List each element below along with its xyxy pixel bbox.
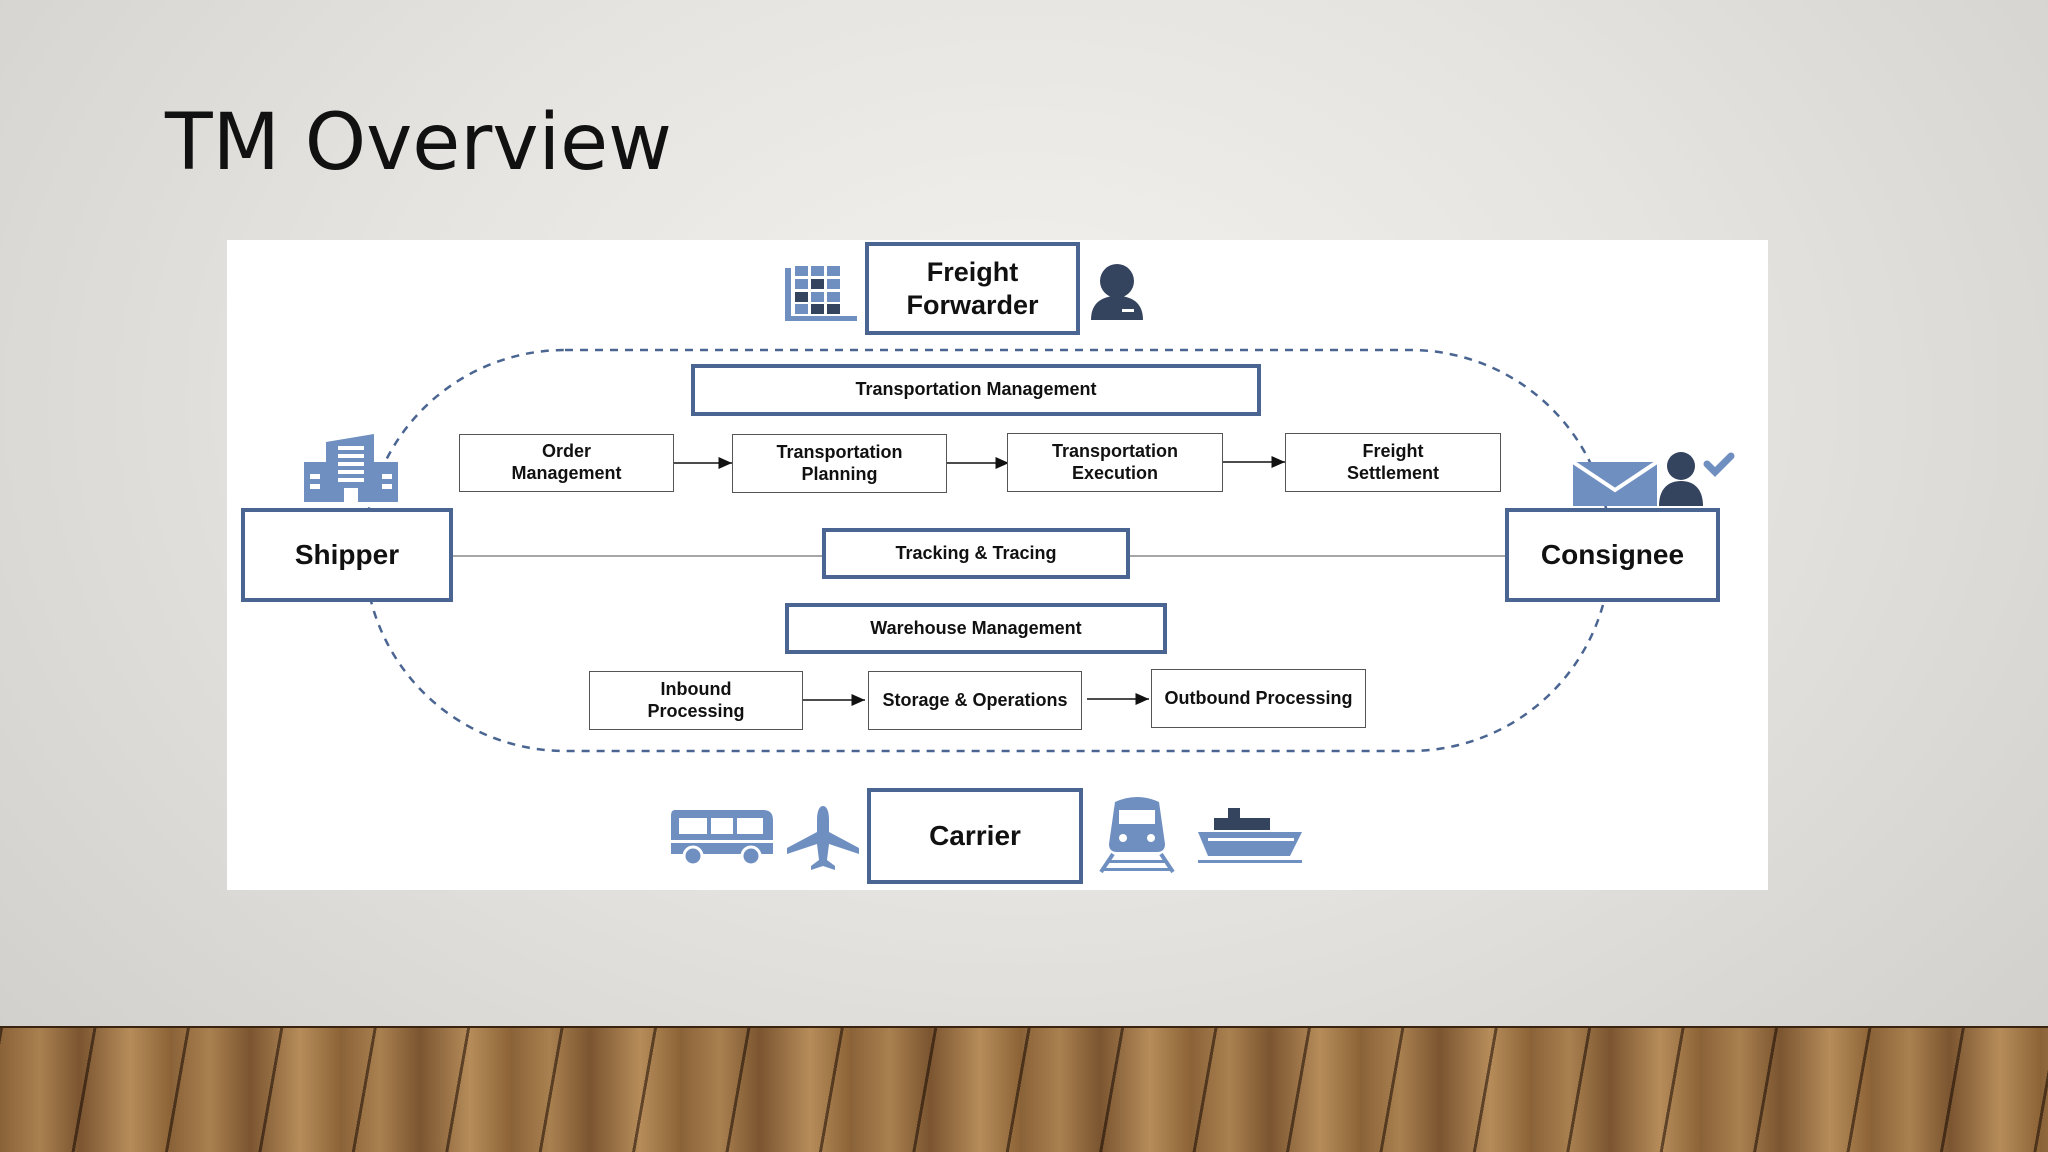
- warehouse-grid-icon: [785, 266, 857, 321]
- wooden-floor: [0, 1028, 2048, 1152]
- shipper-box: Shipper: [241, 508, 453, 602]
- tracking-tracing-box: Tracking & Tracing: [822, 528, 1130, 579]
- diagram-connectors: [304, 264, 1735, 874]
- order-management-box: Order Management: [459, 434, 674, 492]
- freight-settlement-box: Freight Settlement: [1285, 433, 1501, 492]
- inbound-processing-box: Inbound Processing: [589, 671, 803, 730]
- transportation-planning-box: Transportation Planning: [732, 434, 947, 493]
- consignee-box: Consignee: [1505, 508, 1720, 602]
- person-check-icon: [1659, 452, 1735, 506]
- tm-overview-diagram: Freight Forwarder Shipper Consignee Carr…: [227, 240, 1768, 890]
- envelope-icon: [1571, 460, 1659, 506]
- transportation-management-box: Transportation Management: [691, 364, 1261, 416]
- slide-title: TM Overview: [165, 98, 672, 188]
- office-building-icon: [304, 434, 398, 502]
- ship-icon: [1198, 808, 1302, 863]
- carrier-box: Carrier: [867, 788, 1083, 884]
- airplane-icon: [787, 806, 859, 870]
- freight-forwarder-box: Freight Forwarder: [865, 242, 1080, 335]
- warehouse-management-box: Warehouse Management: [785, 603, 1167, 654]
- storage-operations-box: Storage & Operations: [868, 671, 1082, 730]
- outbound-processing-box: Outbound Processing: [1151, 669, 1366, 728]
- dashed-boundary: [363, 348, 1612, 753]
- train-icon: [1099, 797, 1175, 874]
- person-icon: [1091, 264, 1143, 320]
- bus-icon: [671, 810, 773, 867]
- transportation-execution-box: Transportation Execution: [1007, 433, 1223, 492]
